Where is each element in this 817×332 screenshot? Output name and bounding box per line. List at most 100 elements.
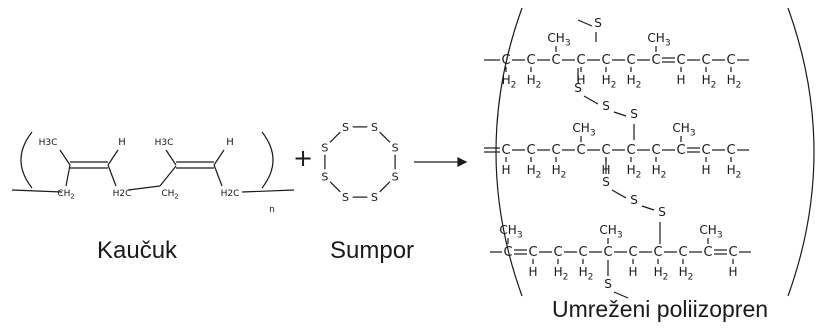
methylene-label: H2 xyxy=(652,163,667,181)
carbon-atom: C xyxy=(676,143,685,158)
plus-sign: + xyxy=(293,144,313,172)
carbon-atom: C xyxy=(703,245,712,260)
carbon-atom: C xyxy=(626,53,635,68)
arrow-head xyxy=(457,157,468,167)
methyl-label: CH3 xyxy=(599,223,622,241)
methyl-label: CH3 xyxy=(647,31,670,49)
methylene-label: CH2 xyxy=(57,189,74,201)
sulfur-bond xyxy=(641,205,655,211)
sulfur-bond xyxy=(613,111,627,117)
methylene-label: H2 xyxy=(727,163,742,181)
sulfur-atom: S xyxy=(392,171,399,184)
sulfur-atom: S xyxy=(371,191,378,204)
carbon-atom: C xyxy=(578,245,587,260)
methyl-label: CH3 xyxy=(672,121,695,139)
hydrogen-label: H xyxy=(628,265,637,279)
carbon-atom: C xyxy=(503,245,512,260)
methyl-label: H3C xyxy=(155,138,174,148)
hydrogen-label: H xyxy=(728,265,737,279)
methylene-label: H2 xyxy=(727,73,742,91)
bond-line xyxy=(159,165,177,187)
bond-line xyxy=(213,149,225,166)
methylene-label: H2 xyxy=(502,73,517,91)
sulfur-atom: S xyxy=(658,205,666,219)
hydrogen-label: H xyxy=(528,265,537,279)
sulfur-atom: S xyxy=(602,99,610,113)
methyl-label: CH3 xyxy=(699,223,722,241)
carbon-atom: C xyxy=(678,245,687,260)
methyl-label: H3C xyxy=(39,138,58,148)
dangling-bond xyxy=(577,19,593,27)
repeat-n-label: n xyxy=(269,205,275,215)
sulfur-atom: S xyxy=(630,107,638,121)
hydrogen-label: H xyxy=(226,137,234,148)
sulfur-atom: S xyxy=(392,141,399,154)
carbon-atom: C xyxy=(528,245,537,260)
carbon-atom: C xyxy=(728,245,737,260)
methylene-label: H2 xyxy=(602,73,617,91)
chain-bond xyxy=(241,189,295,193)
carbon-atom: C xyxy=(526,53,535,68)
carbon-atom: C xyxy=(701,53,710,68)
methylene-label: H2 xyxy=(679,265,694,283)
sulfur-atom: S xyxy=(342,121,349,134)
sulfur-bond xyxy=(329,131,341,143)
sulfur-bond xyxy=(379,131,391,143)
hydrogen-label: H xyxy=(676,73,685,87)
methylene-label: H2 xyxy=(579,265,594,283)
carbon-atom: C xyxy=(701,143,710,158)
sulfur-bond xyxy=(379,181,391,193)
carbon-atom: C xyxy=(576,53,585,68)
sulfur-atom: S xyxy=(321,141,328,154)
methylene-label: H2 xyxy=(627,73,642,91)
carbon-atom: C xyxy=(551,143,560,158)
carbon-atom: C xyxy=(576,143,585,158)
sulfur-atom: S xyxy=(574,81,582,95)
right-bracket xyxy=(261,131,274,189)
carbon-atom: C xyxy=(726,143,735,158)
sulfur-atom: S xyxy=(630,193,638,207)
carbon-atom: C xyxy=(601,143,610,158)
carbon-atom: C xyxy=(603,245,612,260)
sulfur-bond xyxy=(583,95,599,105)
left-bracket xyxy=(20,131,33,189)
bond-line xyxy=(65,164,71,187)
carbon-atom: C xyxy=(501,143,510,158)
sulfur-atom: S xyxy=(371,121,378,134)
carbon-atom: C xyxy=(726,53,735,68)
hydrogen-label: H xyxy=(576,73,585,87)
carbon-atom: C xyxy=(653,245,662,260)
methylene-label: H2 xyxy=(552,163,567,181)
methyl-label: CH3 xyxy=(499,223,522,241)
sulfur-atom: S xyxy=(604,277,612,291)
methyl-label: CH3 xyxy=(547,31,570,49)
hydrogen-label: H xyxy=(118,137,126,148)
product-caption: Umreženi poliizopren xyxy=(552,296,769,322)
carbon-atom: C xyxy=(551,53,560,68)
dangling-bond xyxy=(613,291,629,299)
carbon-atom: C xyxy=(628,245,637,260)
sulfur-atom: S xyxy=(342,191,349,204)
carbon-atom: C xyxy=(526,143,535,158)
bond-line xyxy=(107,149,119,166)
sulfur-bond xyxy=(329,181,341,193)
rubber-caption: Kaučuk xyxy=(97,237,178,264)
bond-line xyxy=(127,185,161,191)
methylene-label: H2 xyxy=(554,265,569,283)
sulfur-atom: S xyxy=(602,175,610,189)
hydrogen-label: H xyxy=(701,163,710,177)
product-right-bracket xyxy=(787,7,815,297)
bond-line xyxy=(165,149,177,166)
methylene-label: H2C xyxy=(113,189,132,199)
carbon-atom: C xyxy=(676,53,685,68)
methylene-label: H2 xyxy=(654,265,669,283)
carbon-atom: C xyxy=(553,245,562,260)
carbon-atom: C xyxy=(501,53,510,68)
carbon-atom: C xyxy=(626,143,635,158)
hydrogen-label: H xyxy=(501,163,510,177)
hydrogen-label: H xyxy=(601,163,610,177)
methylene-label: H2 xyxy=(627,163,642,181)
sulfur-atom: S xyxy=(594,16,602,30)
methyl-label: CH3 xyxy=(572,121,595,139)
